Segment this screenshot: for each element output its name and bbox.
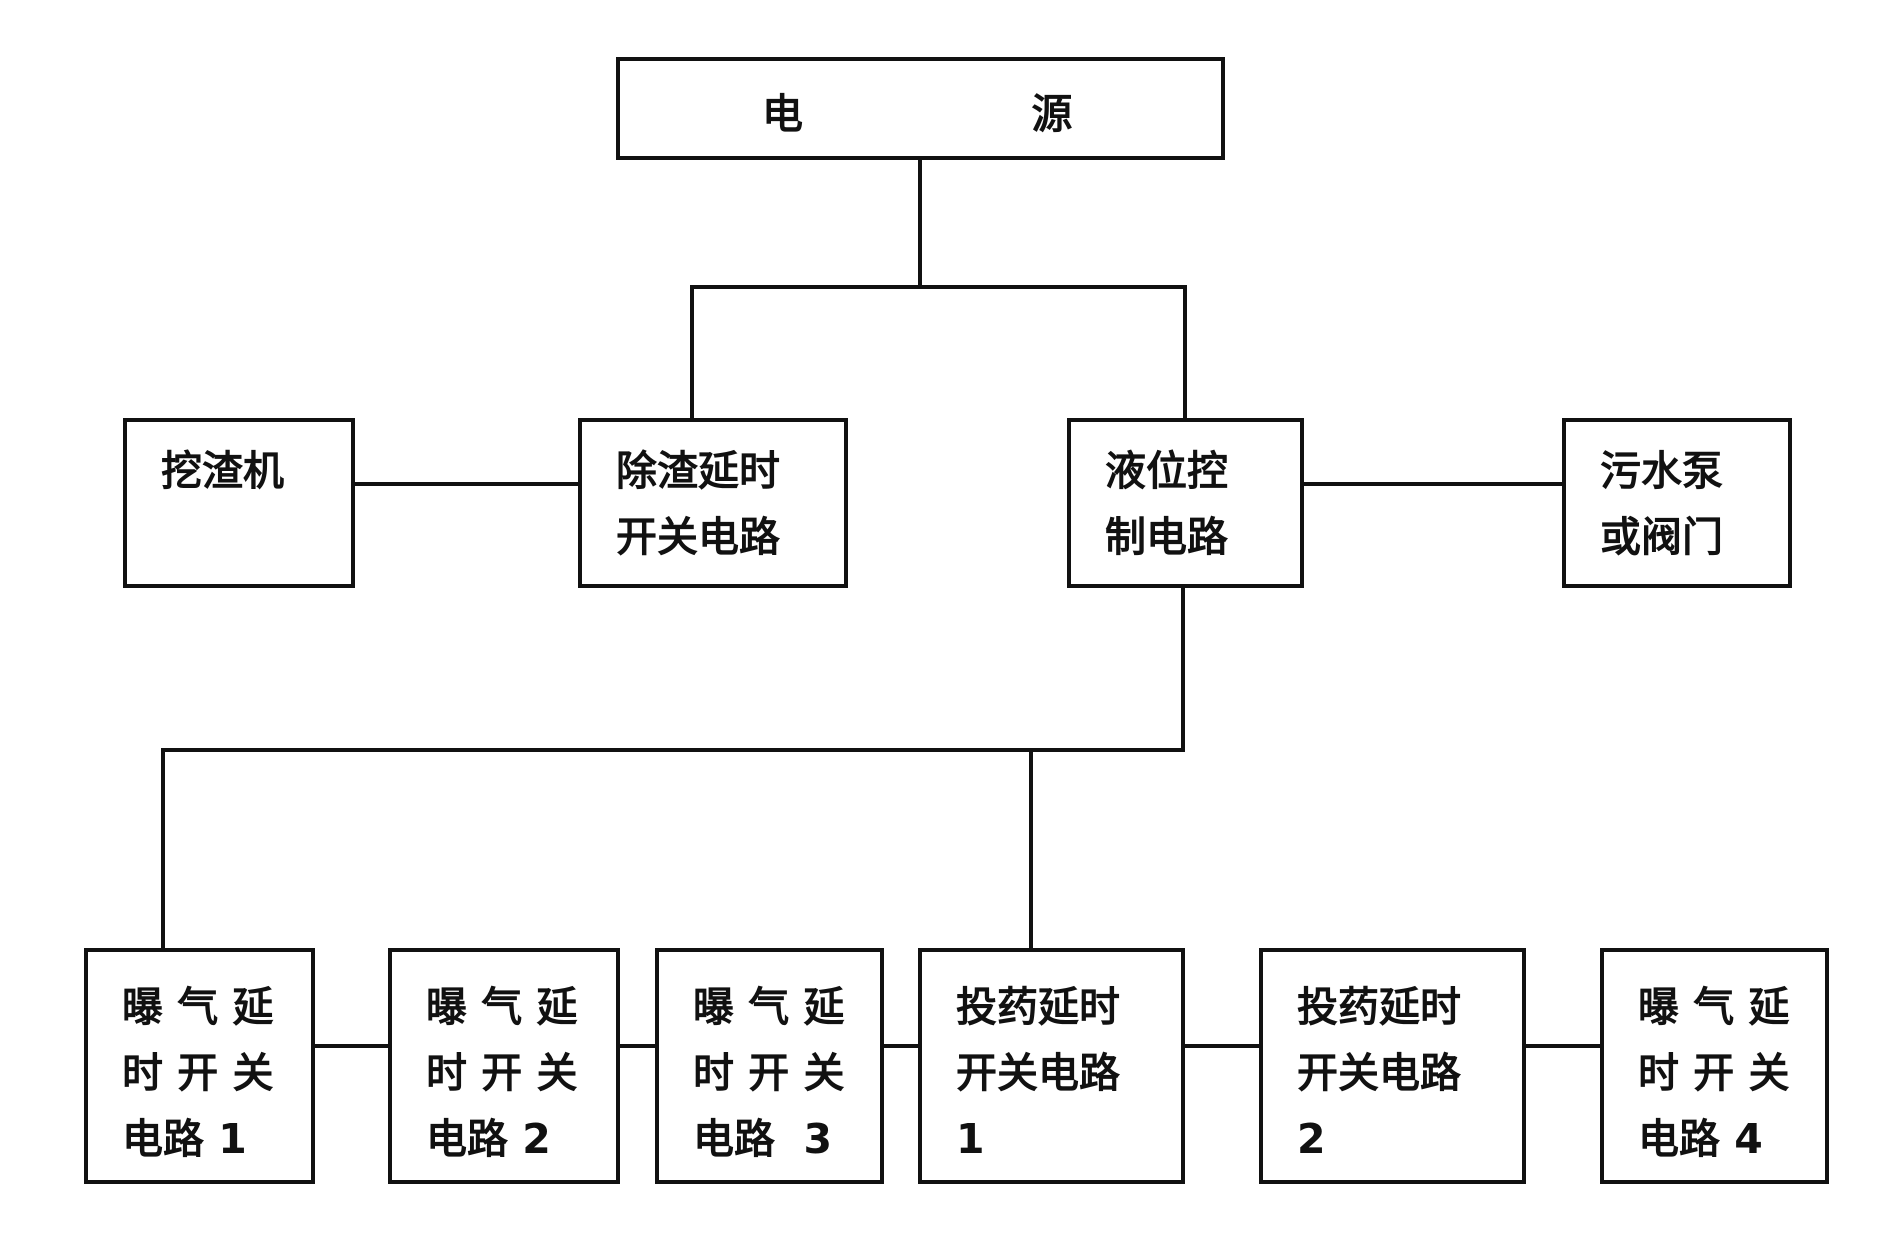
node-aeration-1-line-1: 曝 气 延 (122, 983, 274, 1031)
node-dosing-2-line-3: 2 (1297, 1115, 1326, 1163)
node-slag-switch: 除渣延时 开关电路 (578, 418, 848, 588)
node-dosing-2: 投药延时 开关电路 2 (1259, 948, 1526, 1184)
node-aeration-3-line-3: 电路 3 (693, 1115, 833, 1163)
node-aeration-2-line-2: 时 开 关 (426, 1049, 578, 1097)
node-dosing-1-line-2: 开关电路 (956, 1049, 1120, 1097)
node-pump-valve-line-2: 或阀门 (1600, 513, 1723, 561)
node-aeration-3-line-2: 时 开 关 (693, 1049, 845, 1097)
node-aeration-1-line-2: 时 开 关 (122, 1049, 274, 1097)
node-power: 电 源 (616, 57, 1225, 160)
node-dosing-1: 投药延时 开关电路 1 (918, 948, 1185, 1184)
node-dosing-1-line-1: 投药延时 (956, 983, 1120, 1031)
node-aeration-2: 曝 气 延 时 开 关 电路 2 (388, 948, 620, 1184)
node-aeration-2-line-1: 曝 气 延 (426, 983, 578, 1031)
node-pump-valve: 污水泵 或阀门 (1562, 418, 1792, 588)
node-pump-valve-line-1: 污水泵 (1600, 447, 1723, 495)
node-aeration-4: 曝 气 延 时 开 关 电路 4 (1600, 948, 1829, 1184)
node-aeration-3: 曝 气 延 时 开 关 电路 3 (655, 948, 884, 1184)
node-slag-switch-line-1: 除渣延时 (616, 447, 780, 495)
node-aeration-2-line-3: 电路 2 (426, 1115, 551, 1163)
node-power-label: 电 源 (762, 90, 1073, 138)
node-aeration-1: 曝 气 延 时 开 关 电路 1 (84, 948, 315, 1184)
node-level-control: 液位控 制电路 (1067, 418, 1304, 588)
node-dosing-2-line-2: 开关电路 (1297, 1049, 1461, 1097)
node-excavator-label: 挖渣机 (161, 447, 284, 495)
node-aeration-4-line-1: 曝 气 延 (1638, 983, 1790, 1031)
node-aeration-1-line-3: 电路 1 (122, 1115, 247, 1163)
node-level-control-line-1: 液位控 (1105, 447, 1228, 495)
node-aeration-4-line-3: 电路 4 (1638, 1115, 1763, 1163)
node-dosing-1-line-3: 1 (956, 1115, 985, 1163)
node-excavator: 挖渣机 (123, 418, 355, 588)
node-dosing-2-line-1: 投药延时 (1297, 983, 1461, 1031)
node-level-control-line-2: 制电路 (1105, 513, 1228, 561)
node-slag-switch-line-2: 开关电路 (616, 513, 780, 561)
node-aeration-3-line-1: 曝 气 延 (693, 983, 845, 1031)
node-aeration-4-line-2: 时 开 关 (1638, 1049, 1790, 1097)
